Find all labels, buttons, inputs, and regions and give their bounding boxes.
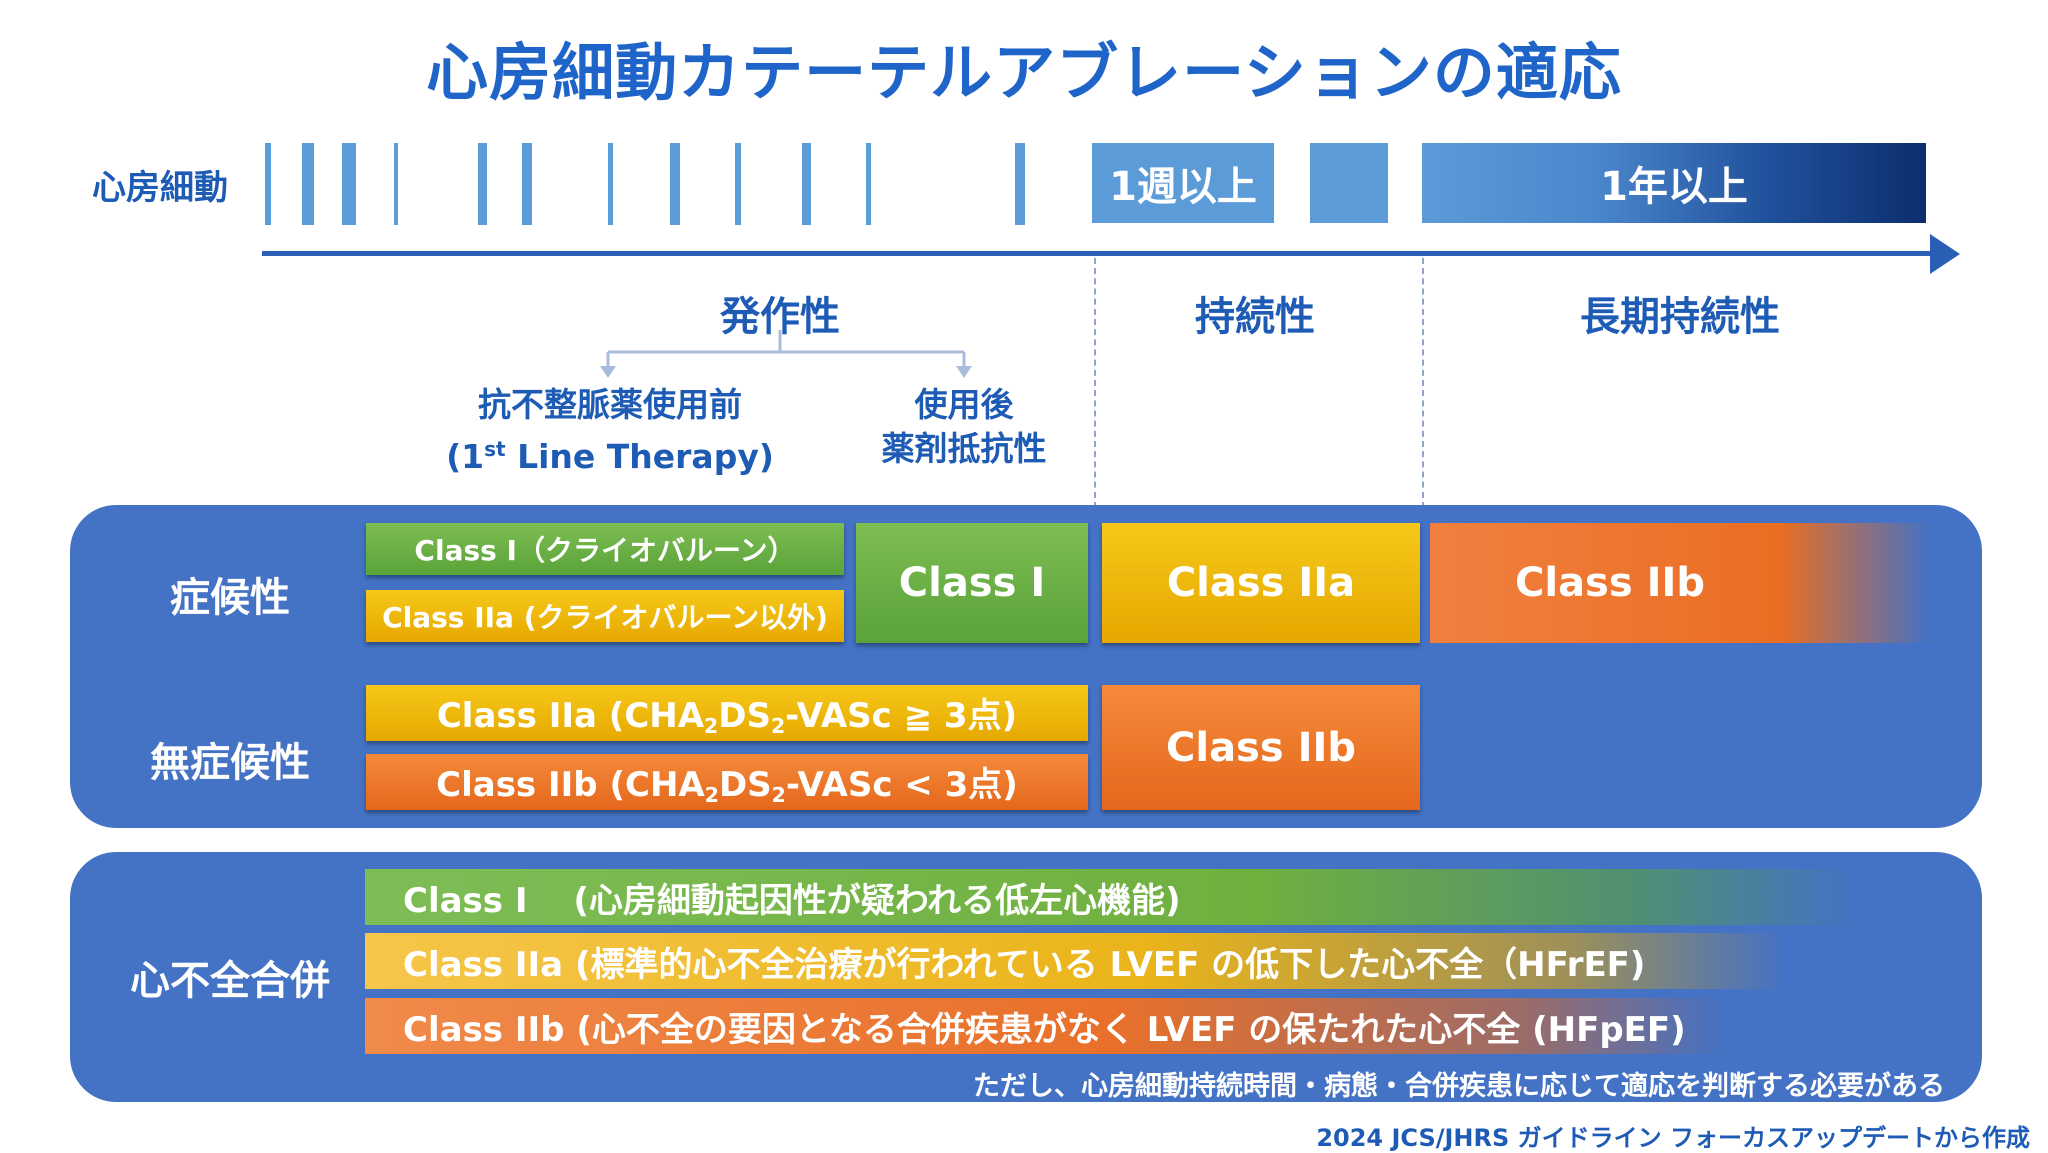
cell-symptomatic-cryo: Class I（クライオバルーン） [366, 523, 844, 575]
af-episode-tick [302, 143, 314, 225]
af-episode-tick [735, 143, 741, 225]
subphase-before-drug: 抗不整脈薬使用前 (1st Line Therapy) [420, 383, 800, 479]
branch-connector [600, 330, 972, 378]
timeline-block-gap [1310, 143, 1388, 223]
af-episode-tick [394, 143, 398, 225]
phase-long-persistent: 長期持続性 [1580, 294, 1780, 340]
timeline-label: 心房細動 [92, 168, 228, 208]
timeline-block-year-label: 1年以上 [1600, 164, 1748, 210]
row-label-symptomatic: 症候性 [170, 575, 290, 621]
cell-symptomatic-long: Class IIb [1430, 523, 1930, 643]
cell-symptomatic-after: Class I [856, 523, 1088, 643]
timeline-arrow-head [1930, 234, 1960, 274]
cell-symptomatic-noncryo: Class IIa (クライオバルーン以外) [366, 590, 844, 642]
phase-persistent: 持続性 [1195, 294, 1315, 340]
cell-asymptomatic-persistent: Class IIb [1102, 685, 1420, 810]
hf-row-class-iia: Class IIa (標準的心不全治療が行われている LVEF の低下した心不全… [365, 933, 1785, 989]
row-label-asymptomatic: 無症候性 [150, 740, 310, 786]
row-label-heart-failure: 心不全合併 [130, 958, 330, 1004]
timeline-block-year: 1年以上 [1422, 143, 1926, 223]
af-episode-tick [1015, 143, 1025, 225]
divider-long-persistent [1422, 258, 1424, 508]
divider-persistent [1094, 258, 1096, 508]
hf-row-class-iib: Class IIb (心不全の要因となる合併疾患がなく LVEF の保たれた心不… [365, 998, 1725, 1054]
cell-asymptomatic-high: Class IIa (CHA2DS2-VASc ≧ 3点) [366, 685, 1088, 741]
cell-symptomatic-persistent: Class IIa [1102, 523, 1420, 643]
af-episode-tick [866, 143, 871, 225]
subphase-after-line1: 使用後 [914, 385, 1014, 424]
hf-row-class-i: Class I (心房細動起因性が疑われる低左心機能) [365, 869, 1855, 925]
subphase-before-line2: (1st Line Therapy) [446, 437, 774, 476]
af-episode-tick [265, 143, 271, 225]
subphase-before-line1: 抗不整脈薬使用前 [478, 385, 742, 424]
af-episode-tick [802, 143, 811, 225]
cell-asymptomatic-low: Class IIb (CHA2DS2-VASc < 3点) [366, 754, 1088, 810]
subphase-after-drug: 使用後 薬剤抵抗性 [864, 383, 1064, 471]
source-citation: 2024 JCS/JHRS ガイドライン フォーカスアップデートから作成 [1316, 1124, 2030, 1152]
af-episode-tick [478, 143, 487, 225]
af-episode-tick [608, 143, 613, 225]
af-episode-tick [522, 143, 532, 225]
af-episode-tick [670, 143, 680, 225]
timeline-block-week: 1週以上 [1092, 143, 1274, 223]
subphase-after-line2: 薬剤抵抗性 [881, 429, 1047, 468]
timeline-block-week-label: 1週以上 [1109, 164, 1257, 210]
timeline-axis [262, 251, 1942, 256]
hf-footnote: ただし、心房細動持続時間・病態・合併疾患に応じて適応を判断する必要がある [973, 1071, 1945, 1102]
page-title: 心房細動カテーテルアブレーションの適応 [426, 36, 1622, 109]
af-episode-tick [342, 143, 356, 225]
